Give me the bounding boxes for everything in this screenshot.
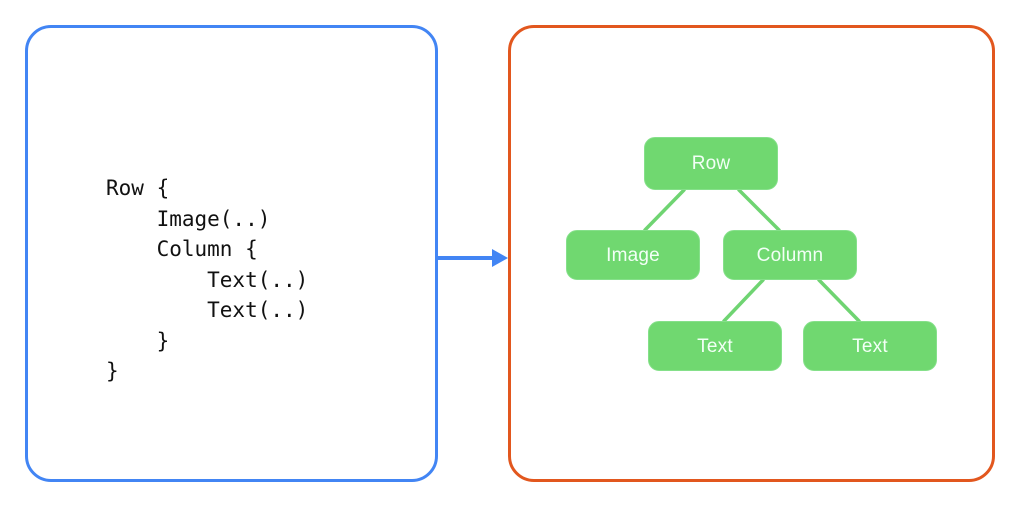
tree-node-text-1[interactable]: Text	[648, 321, 782, 371]
transform-arrow	[438, 249, 508, 267]
tree-node-label: Text	[852, 335, 888, 357]
tree-node-column[interactable]: Column	[723, 230, 857, 280]
tree-node-row[interactable]: Row	[644, 137, 778, 190]
tree-node-label: Image	[606, 244, 660, 266]
code-panel: Row { Image(..) Column { Text(..) Text(.…	[25, 25, 438, 482]
edge-column-text1	[722, 278, 765, 323]
tree-node-text-2[interactable]: Text	[803, 321, 937, 371]
tree-node-label: Text	[697, 335, 733, 357]
tree-node-label: Row	[691, 153, 731, 174]
edge-row-image	[643, 188, 686, 232]
ui-tree-panel: Row Image Column Text Text	[508, 25, 995, 482]
code-snippet: Row { Image(..) Column { Text(..) Text(.…	[106, 176, 309, 383]
arrow-head-icon	[492, 249, 508, 267]
edge-column-text2	[817, 278, 861, 323]
tree-node-image[interactable]: Image	[566, 230, 700, 280]
edge-row-column	[737, 188, 781, 232]
tree-node-label: Column	[756, 244, 824, 266]
